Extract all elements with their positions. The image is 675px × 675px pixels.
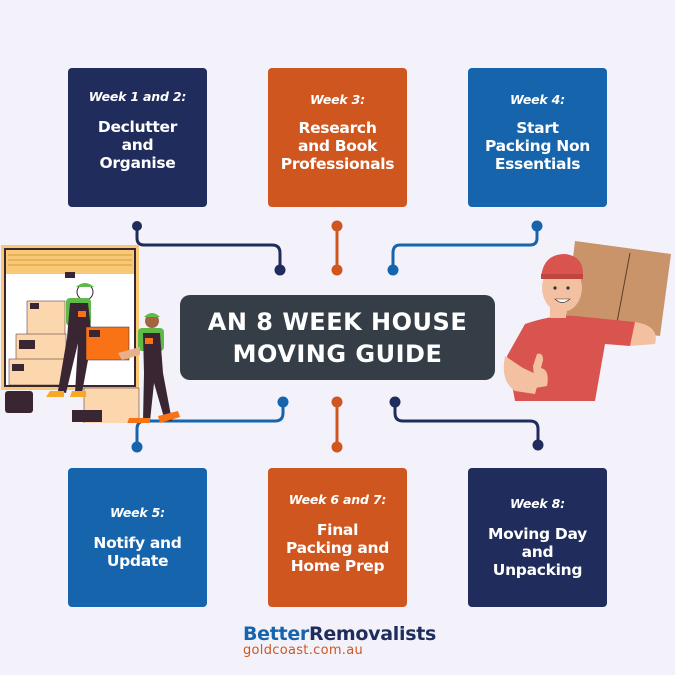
title-line-1: AN 8 WEEK HOUSE — [207, 307, 468, 336]
week-label: Week 3: — [310, 92, 365, 107]
week-task: Notify and Update — [93, 534, 182, 570]
week-card-4: Week 4: Start Packing Non Essentials — [468, 68, 607, 207]
week-card-3: Week 3: Research and Book Professionals — [268, 68, 407, 207]
better-removalists-logo: BetterRemovalists goldcoast.com.au — [243, 624, 436, 658]
week-card-8: Week 8: Moving Day and Unpacking — [468, 468, 607, 607]
week-label: Week 5: — [110, 505, 165, 520]
title-banner: AN 8 WEEK HOUSE MOVING GUIDE — [180, 295, 495, 380]
week-label: Week 4: — [510, 92, 565, 107]
week-label: Week 8: — [510, 496, 565, 511]
brand-part-1: Better — [243, 623, 309, 645]
brand-domain: goldcoast.com.au — [243, 643, 364, 658]
week-task: Moving Day and Unpacking — [488, 525, 587, 579]
week-task: Declutter and Organise — [97, 118, 178, 172]
week-label: Week 1 and 2: — [88, 89, 187, 104]
week-card-6-7: Week 6 and 7: Final Packing and Home Pre… — [268, 468, 407, 607]
brand-name: BetterRemovalists — [243, 624, 436, 644]
mover-with-box-illustration — [503, 241, 671, 401]
movers-truck-illustration — [1, 245, 180, 423]
week-card-5: Week 5: Notify and Update — [68, 468, 207, 607]
week-card-1-2: Week 1 and 2: Declutter and Organise — [68, 68, 207, 207]
week-task: Start Packing Non Essentials — [484, 119, 591, 173]
week-task: Final Packing and Home Prep — [285, 521, 390, 575]
week-task: Research and Book Professionals — [280, 119, 395, 173]
week-label: Week 6 and 7: — [288, 492, 387, 507]
title-line-2: MOVING GUIDE — [232, 339, 443, 368]
brand-part-2: Removalists — [309, 623, 437, 645]
